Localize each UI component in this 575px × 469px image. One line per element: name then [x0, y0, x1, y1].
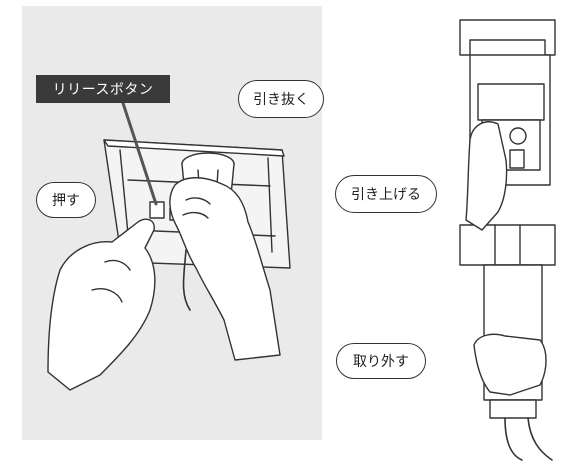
remove-bubble: 取り外す — [336, 343, 426, 379]
hand-pulling-up — [465, 121, 508, 231]
pull-out-bubble: 引き抜く — [238, 80, 324, 118]
hand-pulling — [169, 177, 281, 361]
pull-up-bubble: 引き上げる — [335, 175, 437, 213]
hand-removing — [473, 333, 547, 396]
device-cable — [504, 417, 523, 461]
release-button-label: リリースボタン — [36, 75, 170, 103]
device-clamp — [459, 224, 556, 266]
push-bubble: 押す — [36, 182, 96, 218]
release-button-part — [149, 201, 165, 219]
device-top-cover — [459, 19, 556, 56]
hand-pushing — [47, 218, 156, 391]
cable — [182, 249, 191, 311]
